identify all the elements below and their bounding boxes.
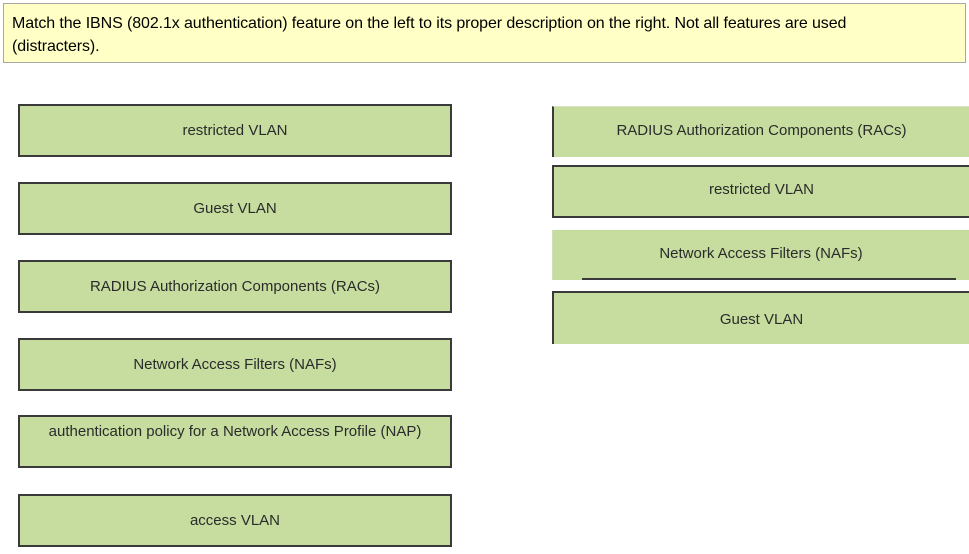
option-label: authentication policy for a Network Acce…: [48, 423, 422, 440]
option-label: Guest VLAN: [193, 200, 277, 217]
option-label: RADIUS Authorization Components (RACs): [89, 278, 381, 295]
slot-label: restricted VLAN: [708, 181, 815, 198]
slot-label: Network Access Filters (NAFs): [659, 244, 863, 262]
left-option-restricted-vlan[interactable]: restricted VLAN: [18, 104, 452, 157]
left-option-radius-authorization-components[interactable]: RADIUS Authorization Components (RACs): [18, 260, 452, 313]
right-answer-slot-2[interactable]: restricted VLAN: [552, 165, 969, 218]
option-label: access VLAN: [189, 512, 281, 529]
left-option-authentication-policy[interactable]: authentication policy for a Network Acce…: [18, 415, 452, 468]
slot-label: Guest VLAN: [719, 311, 804, 328]
question-line-2: (distracters).: [12, 38, 100, 55]
option-label: Network Access Filters (NAFs): [133, 356, 337, 373]
left-option-guest-vlan[interactable]: Guest VLAN: [18, 182, 452, 235]
left-option-access-vlan[interactable]: access VLAN: [18, 494, 452, 547]
slot-divider: [582, 278, 956, 280]
question-prompt: Match the IBNS (802.1x authentication) f…: [3, 3, 966, 63]
slot-label: RADIUS Authorization Components (RACs): [616, 121, 907, 139]
right-answer-slot-3[interactable]: Network Access Filters (NAFs): [552, 230, 969, 280]
left-option-network-access-filters[interactable]: Network Access Filters (NAFs): [18, 338, 452, 391]
option-label: restricted VLAN: [182, 122, 288, 139]
question-line-1: Match the IBNS (802.1x authentication) f…: [12, 15, 847, 32]
right-answer-slot-4[interactable]: Guest VLAN: [552, 291, 969, 344]
right-answer-slot-1[interactable]: RADIUS Authorization Components (RACs): [552, 106, 969, 157]
